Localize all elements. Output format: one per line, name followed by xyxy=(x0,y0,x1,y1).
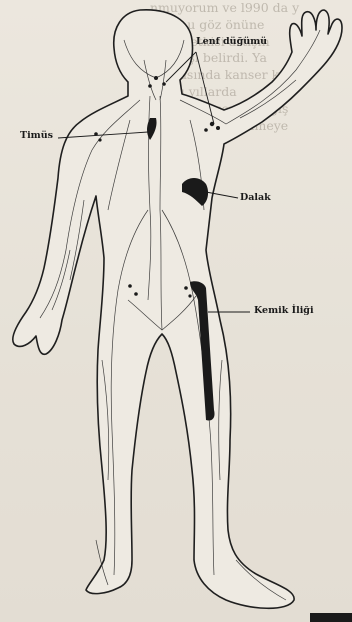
lymph-node xyxy=(148,84,152,88)
lymph-node xyxy=(98,138,101,141)
label-spleen: Dalak xyxy=(240,192,271,203)
lymph-node xyxy=(134,292,138,296)
lymph-node xyxy=(204,128,208,132)
label-thymus: Timüs xyxy=(20,130,53,141)
lymph-node xyxy=(188,294,191,297)
lymph-node xyxy=(184,286,188,290)
scan-edge-mark xyxy=(310,613,352,622)
lymph-node xyxy=(154,76,158,80)
label-bone-marrow: Kemik İliği xyxy=(254,305,314,316)
lymph-node xyxy=(216,126,220,130)
lymph-node xyxy=(128,284,132,288)
label-lymph-node: Lenf düğümü xyxy=(196,36,267,47)
lymph-node xyxy=(162,82,166,86)
